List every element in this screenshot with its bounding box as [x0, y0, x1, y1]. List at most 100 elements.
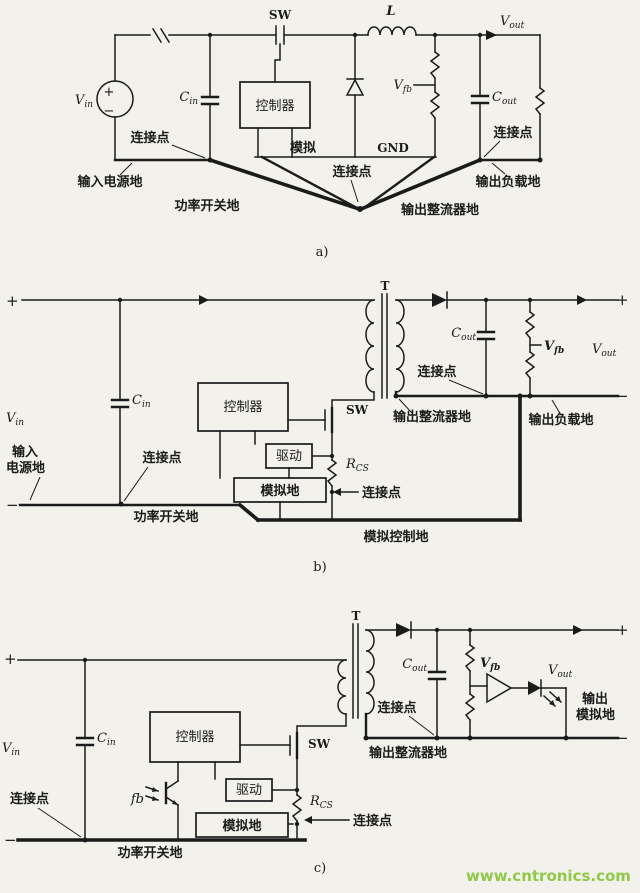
transformer-label: T: [352, 609, 361, 623]
junction-dot: [563, 735, 569, 741]
phototransistor-collector: [164, 779, 180, 791]
mosfet-icon: [289, 731, 299, 760]
minus-sign: −: [616, 729, 629, 747]
controller-box: [239, 81, 311, 129]
diode-icon: [396, 621, 412, 639]
junction-dot: [393, 393, 399, 399]
capacitor-icon-cout: [476, 330, 496, 341]
sw-label: SW: [269, 8, 292, 22]
controller-box: [149, 711, 241, 763]
diode-icon: [345, 78, 365, 96]
ground-bus: [260, 155, 359, 210]
vout-label: Vout: [592, 342, 617, 359]
fb-label: fb: [130, 792, 144, 807]
drive-box: [225, 778, 273, 802]
resistor-icon: [534, 86, 546, 116]
junction-dot: [329, 489, 335, 495]
gnd-label: GND: [377, 141, 409, 155]
optocoupler-icon: [145, 779, 180, 807]
transformer-primary: [365, 299, 375, 393]
figure-c: + − + − T Vin Cin 控制器 SW 驱动 RCS fb 模拟地 C…: [2, 609, 629, 876]
arrowhead-icon: [555, 696, 561, 702]
ground-bus: [358, 157, 483, 212]
transformer-label: T: [381, 279, 390, 293]
vout-label: Vout: [548, 663, 573, 680]
cin-label: Cin: [132, 393, 151, 410]
inductor-icon: [367, 26, 417, 36]
junction-dot: [483, 297, 489, 303]
connection-point-label: 连接点: [362, 485, 401, 501]
capacitor-icon-cin: [75, 736, 95, 747]
connection-point-label: 连接点: [130, 130, 169, 146]
junction-dot: [517, 393, 523, 399]
resistor-icon: [524, 350, 536, 380]
plus-sign: +: [4, 650, 17, 668]
inductor-label: L: [385, 4, 395, 19]
junction-dot: [432, 32, 438, 38]
transformer-primary: [337, 659, 347, 715]
led-body: [528, 681, 541, 695]
rcs-label: RCS: [309, 794, 333, 811]
connection-point-label: 连接点: [142, 450, 181, 466]
diode-body: [396, 623, 411, 637]
cout-label: Cout: [402, 657, 427, 674]
mosfet-icon: [324, 406, 334, 434]
cin-label: Cin: [179, 90, 198, 107]
plus-sign: +: [104, 85, 115, 100]
junction-dot: [434, 735, 440, 741]
analog-label: 模拟: [290, 140, 316, 156]
capacitor-icon-cout: [470, 94, 490, 105]
vfb-label: Vfb: [394, 78, 413, 95]
arrowhead-icon: [577, 295, 587, 305]
power-switch-ground-label: 功率开关地: [174, 198, 239, 214]
wire: [331, 391, 375, 409]
sw-label: SW: [308, 737, 331, 751]
connection-point-label: 连接点: [353, 813, 392, 829]
minus-sign: −: [4, 831, 17, 849]
pointer-line: [448, 379, 484, 395]
junction-dot: [483, 393, 489, 399]
capacitor-icon-cout: [427, 670, 447, 681]
opamp-icon: [486, 672, 513, 704]
junction-dot: [82, 657, 88, 663]
pointer-line: [171, 144, 206, 159]
analog-ground-box: [195, 812, 289, 838]
resistor-icon: [464, 692, 476, 722]
wire: [296, 713, 347, 734]
junction-dot: [527, 297, 533, 303]
controller-label: 控制器: [255, 99, 294, 114]
connection-point-label: 连接点: [417, 364, 456, 380]
output-analog-ground-label-line2: 模拟地: [576, 707, 615, 723]
arrowhead-icon: [486, 30, 497, 40]
break-icon: [151, 27, 163, 44]
figure-a: SW L Vout Vin + − Cin 控制器 Vfb Cout 连接点 连…: [75, 4, 546, 260]
junction-dot: [477, 157, 483, 163]
junction-dot: [352, 32, 358, 38]
resistor-icon-rcs: [326, 458, 338, 488]
arrowhead-icon: [172, 800, 178, 805]
arrowhead-icon: [549, 700, 555, 706]
wiring-b: [18, 299, 620, 523]
ground-bus: [362, 155, 436, 210]
vin-label: Vin: [2, 741, 20, 758]
output-load-ground-label: 输出负载地: [528, 412, 593, 428]
analog-ground-label: 模拟地: [222, 818, 261, 834]
junction-dot: [294, 821, 300, 827]
plus-sign: +: [616, 621, 629, 639]
analog-ground-label: 模拟地: [260, 483, 299, 499]
break-icon: [159, 27, 171, 44]
figure-b: + − + − T Vin Cin 控制器 SW 驱动 RCS 模拟地 Cout…: [6, 279, 629, 575]
input-power-ground-label-line2: 电源地: [6, 460, 45, 476]
junction-dot: [207, 32, 213, 38]
diode-body: [432, 293, 447, 307]
pointer-line: [123, 466, 149, 502]
capacitor-icon-cin: [110, 398, 130, 409]
star-ground-dot: [357, 206, 363, 212]
pointer-line: [37, 807, 82, 838]
plus-sign: +: [6, 292, 19, 310]
vfb-label: Vfb: [544, 339, 564, 356]
junction-dot: [467, 627, 473, 633]
pointer-line: [491, 162, 506, 175]
junction-dot: [363, 735, 369, 741]
